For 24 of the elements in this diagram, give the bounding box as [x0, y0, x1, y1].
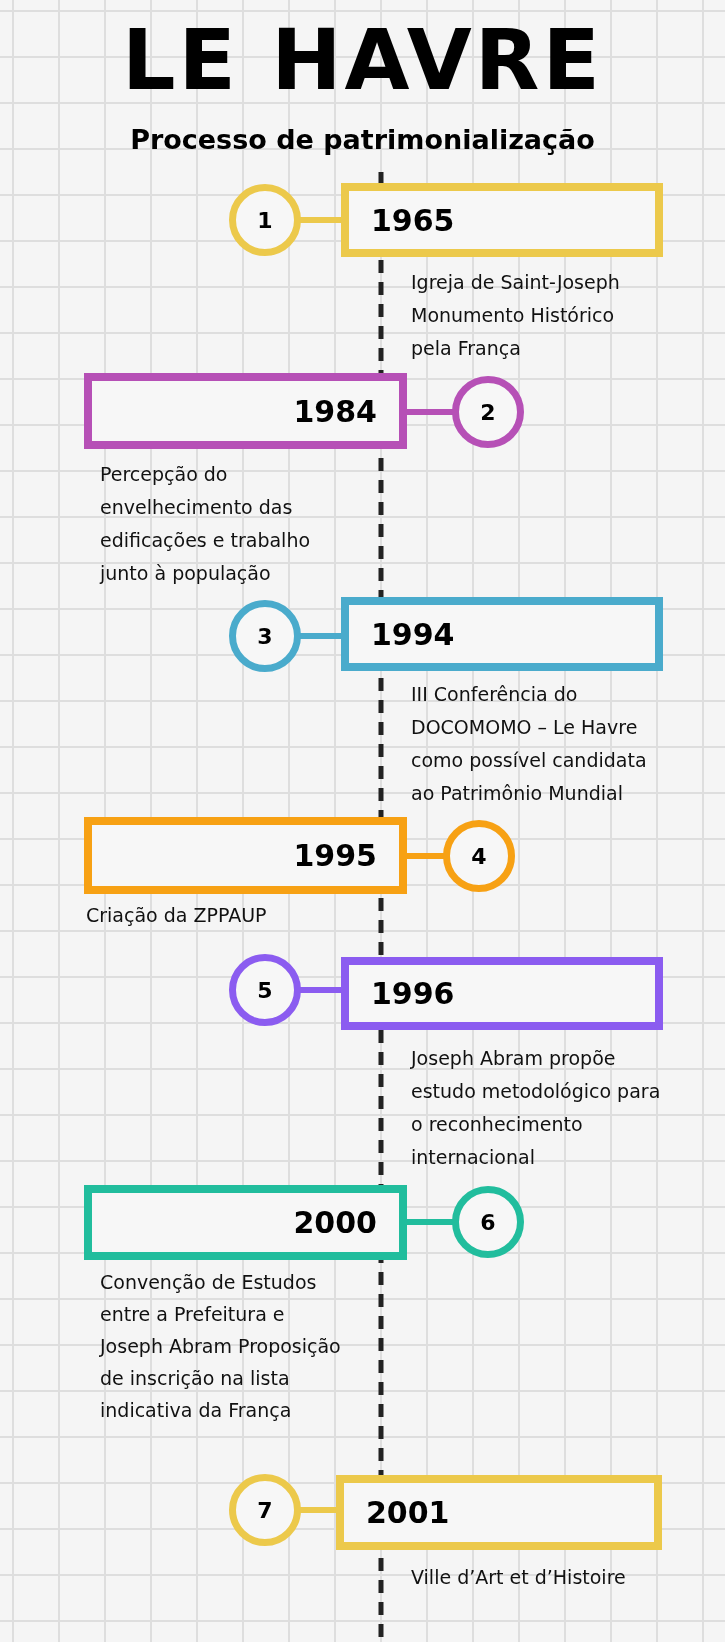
step-number-circle: 7	[229, 1474, 301, 1546]
year-box: 1965	[341, 183, 663, 257]
event-description: Igreja de Saint-Joseph	[411, 270, 621, 295]
step-number-circle: 4	[443, 820, 515, 892]
step-number-circle: 1	[229, 184, 301, 256]
year-box: 1984	[84, 373, 407, 449]
event-description: Percepção do envelhecimento das edificações e trabalho junto à população	[100, 462, 312, 586]
title: LE HAVRE	[121, 18, 604, 102]
event-description: Joseph Abram propõe estudo metodológico para o reconhecimento internacional	[411, 1046, 662, 1170]
event-description: Convenção de Estudos entre a Prefeitura e Joseph Abram Proposição de inscrição na lista indicativa da França	[100, 1270, 341, 1423]
year-box: 1995	[84, 817, 407, 894]
step-number-circle: 3	[229, 600, 301, 672]
year-box: 2001	[336, 1475, 662, 1550]
event-description: Monumento Histórico pela França	[411, 303, 616, 361]
event-description: III Conferência do DOCOMOMO – Le Havre como possível candidata ao Patrimônio Mundial	[411, 682, 648, 806]
step-number-circle: 2	[452, 376, 524, 448]
year-box: 2000	[84, 1185, 407, 1260]
year-box: 1994	[341, 597, 663, 671]
event-description: Criação da ZPPAUP	[86, 903, 268, 928]
event-description: Ville d’Art et d’Histoire	[411, 1565, 627, 1590]
year-box: 1996	[341, 957, 663, 1030]
step-number-circle: 5	[229, 954, 301, 1026]
step-number-circle: 6	[452, 1186, 524, 1258]
subtitle: Processo de patrimonialização	[129, 124, 596, 155]
